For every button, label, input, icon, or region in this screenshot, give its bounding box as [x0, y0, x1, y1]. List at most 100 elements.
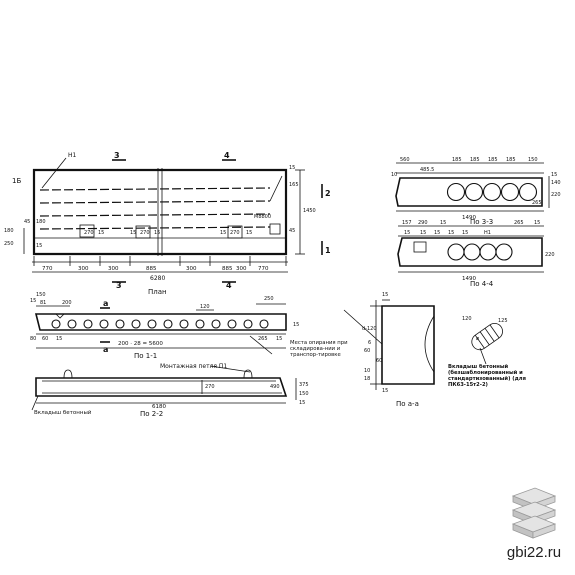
plan-mark-no: Н1 — [68, 152, 77, 159]
s44-right: 220 — [545, 252, 555, 258]
s22-loop-label: Монтажная петля П1 — [160, 363, 227, 370]
s22-length: 6180 — [152, 404, 166, 410]
s33-right-2: 265 — [532, 200, 542, 206]
s33-width: 1490 — [462, 215, 476, 221]
section-1-1: 150 81 200 15 120 250 80 60 15 265 15 15… — [30, 292, 348, 360]
s33-right-4: 15 — [551, 172, 557, 178]
saa-dim-2: d-120 — [362, 326, 377, 332]
s33-dim-1: 560 — [400, 157, 410, 163]
s11-bot-5: 15 — [276, 336, 282, 342]
plan-side-1: 15 — [36, 243, 42, 249]
plan-misc-1: 45 — [24, 219, 30, 225]
s44-dim-3: 15 — [440, 220, 446, 226]
s44-mark-4: 15 — [448, 230, 454, 236]
plan-view: Н1 1Б 3 4 3 4 2 1 770 300 300 885 300 88… — [4, 151, 331, 296]
s33-dim-7: 485.5 — [420, 167, 434, 173]
plan-dim-7: 300 — [236, 266, 247, 272]
section-3-top: 3 — [114, 151, 120, 160]
section-4-bottom: 4 — [226, 281, 232, 290]
plan-right-dim-4: 45 — [289, 228, 295, 234]
s44-dim-1: 157 — [402, 220, 412, 226]
plan-dim-3: 300 — [108, 266, 119, 272]
s44-mark-3: 15 — [434, 230, 440, 236]
s11-bot-2: 60 — [42, 336, 48, 342]
plan-side-8: 270 — [230, 230, 240, 236]
s33-left: 10 — [391, 172, 397, 178]
s44-dim-4: 265 — [514, 220, 524, 226]
s11-bot-3: 15 — [56, 336, 62, 342]
saa-title: По а-а — [396, 400, 419, 408]
section-a-a: 15 d-120 6 60 10 60 18 15 По а-а — [343, 292, 435, 408]
plan-dim-2: 300 — [78, 266, 89, 272]
plan-dim-6: 885 — [222, 266, 233, 272]
s44-mark-2: 15 — [420, 230, 426, 236]
plan-side-2: 270 — [84, 230, 94, 236]
s11-title: По 1-1 — [134, 352, 157, 360]
s11-mark-a-top: а — [103, 299, 108, 308]
saa-dim-1: 15 — [382, 292, 388, 298]
s44-mark-5: 15 — [462, 230, 468, 236]
plan-right-dim-3: 1450 — [303, 208, 316, 214]
plan-side-7: 15 — [220, 230, 226, 236]
saa-dim-6: 60 — [376, 358, 382, 364]
insert-caption: Вкладыш бетонный (безшаблонированный и с… — [448, 364, 526, 388]
s22-mid-dim: 270 — [205, 384, 215, 390]
s11-top-5: 120 — [200, 304, 210, 310]
s11-bot-4: 265 — [258, 336, 268, 342]
s33-right-3: 220 — [551, 192, 561, 198]
s44-dim-2: 290 — [418, 220, 428, 226]
plan-misc-3: M8800 — [254, 214, 271, 220]
s22-title: По 2-2 — [140, 410, 163, 418]
insert-dim-1: 120 — [462, 316, 472, 322]
s11-pitch: 200 · 28 = 5600 — [118, 341, 163, 347]
insert-dim-2: 125 — [498, 318, 508, 324]
s22-right-1: 490 — [270, 384, 280, 390]
section-4-4: 157 290 15 265 15 15 15 15 15 15 Н1 1490… — [397, 220, 555, 288]
s11-note-box: Места опирания при складирова-нии и тран… — [290, 340, 348, 358]
insert-detail: 120 125 ø Вкладыш бетонный (безшаблониро… — [448, 316, 526, 388]
watermark-text: gbi22.ru — [506, 544, 562, 561]
s33-dim-5: 185 — [506, 157, 516, 163]
plan-side-6: 15 — [154, 230, 160, 236]
plan-right-dim-2: 165 — [289, 182, 299, 188]
plan-left-dim-1: 180 — [4, 228, 14, 234]
s22-right-3: 150 — [299, 391, 309, 397]
s11-top-6: 250 — [264, 296, 274, 302]
saa-dim-7: 18 — [364, 376, 370, 382]
s11-holes — [51, 319, 269, 329]
s44-dim-5: 15 — [534, 220, 540, 226]
plan-dim-1: 770 — [42, 266, 53, 272]
section-3-3: 560 185 185 185 185 150 485.5 1490 140 2… — [391, 157, 561, 226]
plan-misc-2: 180 — [36, 219, 46, 225]
s11-note: Места опирания при складирова-нии и тран… — [290, 340, 348, 358]
insert-dim-3: ø — [476, 336, 479, 342]
s11-top-4: 15 — [30, 298, 36, 304]
section-3-bottom: 3 — [116, 281, 122, 290]
s33-dim-4: 185 — [488, 157, 498, 163]
s11-top-2: 81 — [40, 300, 46, 306]
s11-top-1: 150 — [36, 292, 46, 298]
plan-side-9: 15 — [246, 230, 252, 236]
plan-row-mark: 1Б — [12, 177, 21, 185]
saa-dim-4: 60 — [364, 348, 370, 354]
s44-title: По 4-4 — [470, 280, 494, 288]
saa-dim-8: 15 — [382, 388, 388, 394]
s44-mark-6: Н1 — [484, 230, 491, 236]
plan-right-dim-1: 15 — [289, 165, 295, 171]
s33-dim-6: 150 — [528, 157, 538, 163]
layered-blocks-icon — [511, 487, 557, 539]
s22-right-2: 375 — [299, 382, 309, 388]
s11-mark-a-bottom: а — [103, 345, 108, 354]
s44-width: 1490 — [462, 276, 476, 282]
s22-right-4: 15 — [299, 400, 305, 406]
s22-insert-label: Вкладыш бетонный — [34, 409, 92, 416]
plan-dim-4: 885 — [146, 266, 157, 272]
plan-title: План — [148, 288, 167, 296]
section-1-mark: 1 — [325, 246, 331, 255]
s33-right-1: 140 — [551, 180, 561, 186]
plan-left-dim-2: 250 — [4, 241, 14, 247]
section-2-2: Монтажная петля П1 Вкладыш бетонный 6180… — [31, 363, 309, 418]
plan-overall-length: 6280 — [150, 275, 165, 282]
saa-dim-5: 10 — [364, 368, 370, 374]
